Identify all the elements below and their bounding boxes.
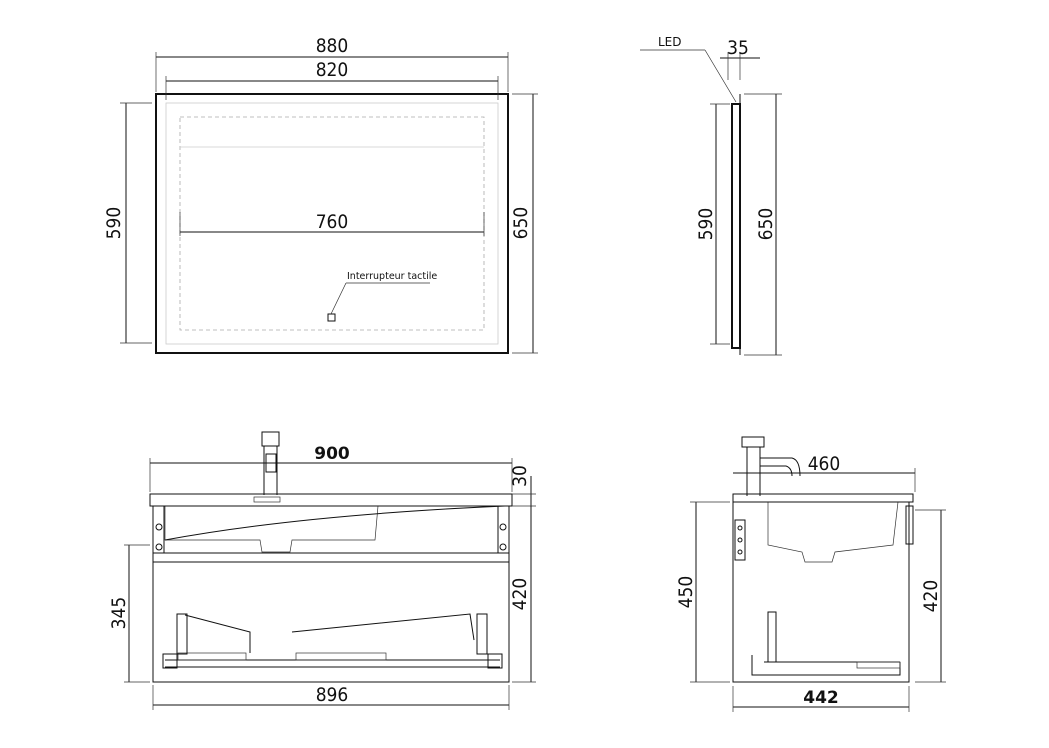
mirror-front-view: 880 820 590 650 760 Interrupteur tactile <box>103 35 538 354</box>
dim-900: 900 <box>314 444 350 464</box>
cabinet-side-body <box>732 501 910 683</box>
dim-650-side: 650 <box>755 208 777 241</box>
faucet-side-icon <box>741 436 765 448</box>
led-leader-line <box>704 49 737 103</box>
basin-top <box>149 493 513 507</box>
dim-896: 896 <box>316 684 349 706</box>
dim-450: 450 <box>675 576 697 609</box>
dim-345: 345 <box>108 597 130 630</box>
dim-420-side: 420 <box>920 580 942 613</box>
dim-820: 820 <box>316 59 349 81</box>
dim-460: 460 <box>808 453 841 475</box>
dim-442: 442 <box>803 688 839 708</box>
dim-650-right: 650 <box>510 207 532 240</box>
basin-bowl <box>164 505 379 553</box>
dim-590-side: 590 <box>695 208 717 241</box>
basin-bowl-side <box>767 501 899 563</box>
mirror-frame <box>155 93 509 354</box>
dim-880: 880 <box>316 35 349 57</box>
switch-label: Interrupteur tactile <box>347 271 437 282</box>
faucet-icon <box>261 431 280 447</box>
cabinet-side-view: 460 450 420 442 <box>675 436 946 712</box>
mirror-glass-outline <box>165 102 499 345</box>
dim-760: 760 <box>316 211 349 233</box>
dim-420-front: 420 <box>509 578 531 611</box>
dim-590-left: 590 <box>103 207 125 240</box>
mirror-side-view: LED 35 590 650 <box>640 35 782 356</box>
dim-35: 35 <box>727 37 749 59</box>
dim-30: 30 <box>509 465 531 487</box>
led-label: LED <box>658 35 682 49</box>
cabinet-front-view: 900 30 420 345 896 <box>108 431 536 710</box>
touch-switch-icon <box>327 313 336 322</box>
mirror-side-profile <box>731 103 741 349</box>
cabinet-body <box>152 505 510 683</box>
